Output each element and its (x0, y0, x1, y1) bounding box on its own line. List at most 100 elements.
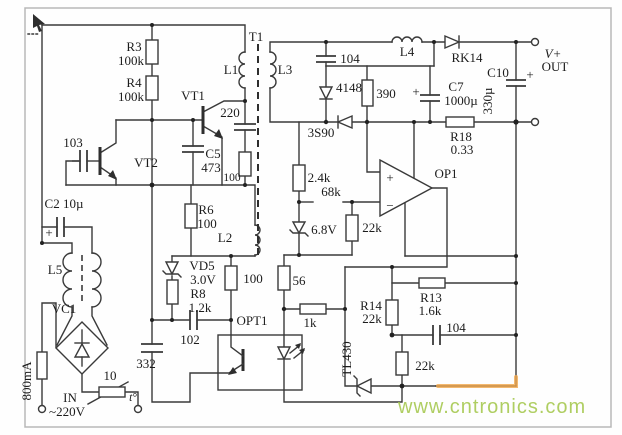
resistor-56 (277, 265, 291, 291)
label-cap-104-fb: 104 (446, 320, 466, 335)
cap-c10 (506, 79, 526, 87)
label-1k: 1k (304, 315, 318, 330)
label-r6: R6 (198, 202, 214, 217)
label-2k4: 2.4k (308, 170, 331, 185)
transistor-vt2 (98, 147, 117, 180)
label-fuse: 800mA (19, 361, 34, 401)
resistor-22k-inv (345, 214, 359, 242)
label-tl430: TL430 (339, 341, 354, 376)
label-vt1: VT1 (181, 88, 205, 103)
opamp-plus: + (386, 170, 393, 185)
label-r14-value: 22k (362, 311, 382, 326)
wires (41, 24, 532, 406)
label-c7-plus: + (412, 84, 419, 99)
cap-c5 (182, 145, 204, 153)
labels: R3 100k R4 100k VT1 220 103 VT2 C5 473 1… (19, 29, 568, 419)
cap-c2 (56, 217, 65, 237)
cap-102 (189, 310, 198, 330)
label-22k-inv: 22k (362, 220, 382, 235)
label-c2: C2 10µ (45, 196, 84, 211)
label-vc1: VC1 (52, 301, 77, 316)
label-220v: ~220V (49, 404, 86, 419)
resistor-r6 (184, 203, 198, 229)
cursor-artifact (27, 14, 45, 35)
terminal-vout-plus (530, 37, 540, 47)
label-cap-103: 103 (63, 135, 83, 150)
inductor-l4 (391, 36, 423, 43)
label-c2-plus: + (45, 225, 52, 240)
label-4148: 4148 (336, 80, 362, 95)
resistor-r13 (418, 277, 446, 289)
label-l5: L5 (48, 262, 62, 277)
label-t1: T1 (249, 29, 263, 44)
label-in: IN (63, 390, 77, 405)
label-r4-value: 100k (118, 89, 145, 104)
transformer-t1 (238, 44, 277, 258)
tl430-symbol (353, 375, 372, 397)
resistor-1k (299, 303, 327, 315)
cap-220 (234, 123, 256, 131)
resistor-r8 (166, 279, 179, 305)
fuse-800ma (36, 351, 48, 380)
opamp-op1 (379, 158, 434, 218)
label-rk14: RK14 (451, 50, 483, 65)
label-l1: L1 (224, 62, 238, 77)
label-r14: R14 (360, 298, 382, 313)
label-r8: R8 (190, 286, 205, 301)
label-cap-104-top: 104 (340, 51, 360, 66)
watermark: www.cntronics.com (397, 396, 586, 418)
label-r100-l2: 100 (243, 271, 263, 286)
label-l4: L4 (400, 44, 415, 59)
opamp-minus: − (386, 198, 393, 213)
resistor-100-l2 (224, 265, 238, 291)
resistor-2k4 (292, 164, 306, 192)
diode-3s90 (336, 114, 353, 130)
label-c5: C5 (205, 146, 220, 161)
resistor-r4 (145, 75, 159, 101)
label-vd5-value: 3.0V (190, 272, 216, 287)
label-c7-value: 1000µ (444, 93, 478, 108)
label-c10: C10 (487, 65, 509, 80)
cap-104-fb (432, 325, 441, 345)
terminal-ac-left (37, 404, 47, 414)
label-r18: R18 (450, 129, 472, 144)
highlight-wire (436, 375, 518, 388)
terminals (37, 37, 540, 414)
junction-dots (40, 23, 519, 389)
label-opt1: OPT1 (236, 313, 267, 328)
label-22k-fb: 22k (415, 358, 435, 373)
diode-4148 (318, 86, 334, 101)
cap-332 (141, 343, 163, 353)
label-vd5: VD5 (189, 258, 214, 273)
label-cap-220: 220 (220, 105, 240, 120)
label-r13: R13 (420, 290, 442, 305)
label-out: OUT (542, 59, 569, 74)
label-r3: R3 (126, 39, 141, 54)
zener-vd5 (162, 261, 182, 278)
label-c10-value: 330µ (480, 87, 495, 115)
transistor-vt1 (201, 106, 223, 139)
resistor-r18 (445, 116, 475, 128)
label-r100-vt1: 100 (223, 172, 241, 184)
optocoupler-opt1 (217, 334, 305, 391)
label-c5-value: 473 (201, 160, 221, 175)
choke-l5 (62, 252, 102, 308)
label-c7: C7 (448, 79, 464, 94)
label-cap-102: 102 (180, 332, 200, 347)
label-vplus: V+ (545, 46, 562, 61)
winding-l2 (254, 224, 261, 256)
winding-l3 (269, 51, 277, 89)
cap-104-snubber (316, 55, 336, 63)
capacitors (56, 55, 526, 353)
label-l3: L3 (278, 62, 292, 77)
resistor-390 (361, 79, 374, 107)
zener-6v8 (289, 221, 309, 237)
label-ntc-temp: t° (129, 392, 137, 404)
terminal-ac-right (133, 404, 143, 414)
winding-l1 (238, 51, 246, 89)
label-r3-value: 100k (118, 53, 145, 68)
diodes (162, 34, 461, 397)
page-frame (24, 7, 612, 428)
resistor-r14 (385, 299, 399, 326)
